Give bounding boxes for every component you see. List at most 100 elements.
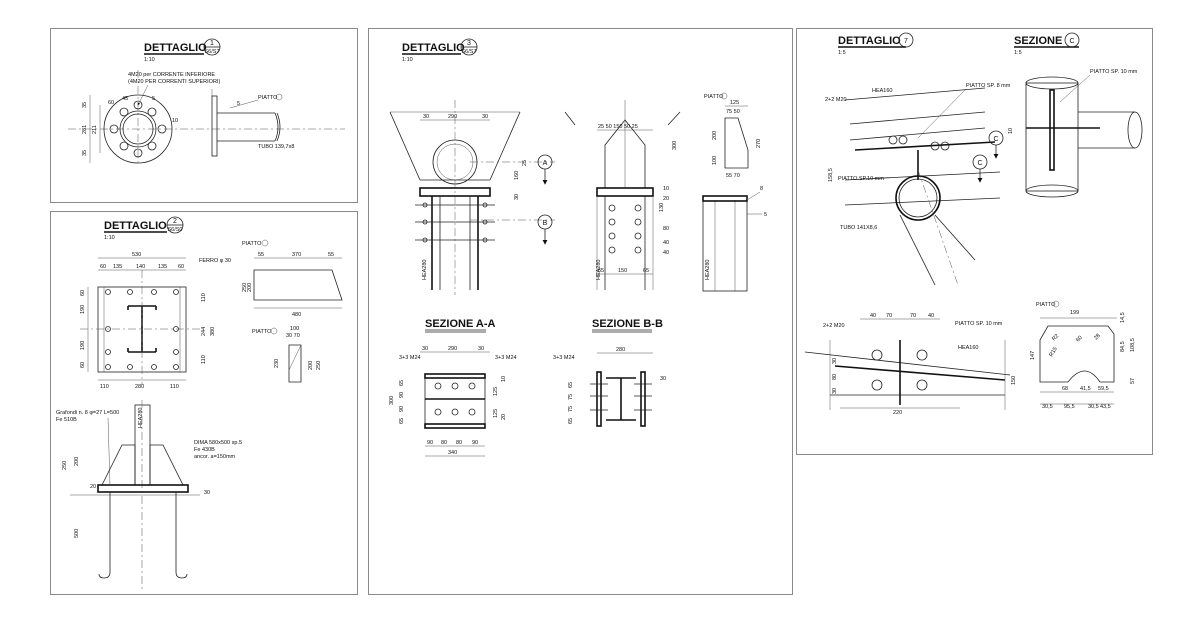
- svg-text:C: C: [993, 136, 998, 143]
- d2-dim-20: 20: [90, 484, 96, 490]
- d2-dim-190a: 190: [80, 305, 86, 314]
- panel-detail-2: [50, 211, 358, 595]
- d2-label-dima: DIMA 580x500 sp.5: [194, 440, 242, 446]
- d7-dim-147: 147: [1030, 351, 1036, 360]
- d2-dim-280: 280: [135, 384, 144, 390]
- d7-dim-145: 14,5: [1120, 312, 1126, 323]
- d2-dim-500: 500: [74, 529, 80, 538]
- d1-label-piatto: PIATTO: [258, 95, 278, 101]
- d1-dim-10: 10: [172, 118, 178, 124]
- d2-dim-3070: 30 70: [286, 333, 300, 339]
- d2-label-fe510: Fe 510B: [56, 417, 77, 423]
- d2-dim-60b: 60: [178, 264, 184, 270]
- detail-1-number: 1: [210, 40, 214, 47]
- d3-m24-c: 3+3 M24: [553, 355, 575, 361]
- d3-sectionA-bolts: [434, 382, 476, 416]
- d3-dim-25: 25: [522, 160, 528, 166]
- detail-3: DETTAGLIO 3 S6/S7 1:10 30 290 30: [389, 38, 767, 457]
- d1-dim-45: 45: [122, 96, 128, 102]
- d3-sA-290: 290: [448, 346, 457, 352]
- d7-dim-57: 57: [1130, 378, 1136, 384]
- d2-dim-370: 370: [292, 252, 301, 258]
- d3-sectionB-bolts: [590, 383, 652, 411]
- d3-dim-100: 100: [712, 156, 718, 165]
- d3-dim-40b: 40: [663, 250, 669, 256]
- d3-section-a-title: SEZIONE A-A: [425, 318, 496, 330]
- section-c-letter: C: [1069, 38, 1074, 45]
- d2-dim-110a: 110: [100, 384, 109, 390]
- d1-dim-35a: 35: [82, 102, 88, 108]
- detail-7: DETTAGLIO 7 1:5 SEZIONE C 1:5 C C 2+2: [804, 32, 1143, 416]
- d3-label-piatto: PIATTO: [704, 94, 724, 100]
- d3-sA-90d: 90: [472, 440, 478, 446]
- detail-2: DETTAGLIO 2 S6/S0 1:10 530 60 135 140 13…: [56, 216, 343, 590]
- d3-dim-30b: 30: [482, 114, 488, 120]
- d3-dim-130: 130: [659, 203, 665, 212]
- d2-label-piatto-1: PIATTO: [242, 241, 262, 247]
- detail-2-title: DETTAGLIO: [104, 220, 167, 232]
- d7-dim-305b: 30,5: [1088, 404, 1099, 410]
- d2-dim-30: 30: [204, 490, 210, 496]
- d2-dim-480: 480: [292, 312, 301, 318]
- d7-dim-1585: 158,5: [828, 168, 834, 182]
- d3-sB-75a: 75: [568, 394, 574, 400]
- d3-dim-7550: 75 50: [726, 109, 740, 115]
- section-c-title: SEZIONE: [1014, 35, 1062, 47]
- d1-weld: 5: [237, 101, 240, 107]
- detail-7-scale: 1:5: [838, 50, 846, 56]
- d1-label-bolts: 4M20 per CORRENTE INFERIORE: [128, 72, 215, 78]
- d2-dim-110b: 110: [170, 384, 179, 390]
- d7-bolts: [888, 135, 950, 151]
- d7-dim-28: 28: [1093, 333, 1102, 342]
- d3-dim-65a: 65: [598, 268, 604, 274]
- d7-dim-80: 80: [832, 374, 838, 380]
- d3-m24-b: 3+3 M24: [495, 355, 517, 361]
- d2-dim-380: 380: [210, 327, 216, 336]
- d2-dim-55b: 55: [328, 252, 334, 258]
- svg-text:A: A: [543, 160, 548, 167]
- detail-1-scale: 1:10: [144, 57, 155, 63]
- d2-dim-100: 100: [290, 326, 299, 332]
- panel-detail-7: [796, 28, 1153, 455]
- d2-dim-135a: 135: [113, 264, 122, 270]
- d1-dim-5: 5: [152, 96, 155, 102]
- d2-dim-230: 230: [274, 359, 280, 368]
- d2-dim-55a: 55: [258, 252, 264, 258]
- d3-dim-5570: 55 70: [726, 173, 740, 179]
- d2-dim-135b: 135: [158, 264, 167, 270]
- d1-label-bolts2: (4M20 PER CORRENTI SUPERIORI): [128, 79, 220, 85]
- d3-dim-80: 80: [663, 226, 669, 232]
- d7-dim-305: 30,5: [1042, 404, 1053, 410]
- d2-label-stud: Grafondi n. 8 φ=27 L=500: [56, 410, 119, 416]
- d3-dim-30a: 30: [423, 114, 429, 120]
- d3-sB-30: 30: [660, 376, 666, 382]
- svg-text:B: B: [543, 220, 548, 227]
- d2-dim-530: 530: [132, 252, 141, 258]
- d7-label-hea160b: HEA160: [958, 345, 979, 351]
- d3-m24-a: 3+3 M24: [399, 355, 421, 361]
- d2-dim-60a: 60: [100, 264, 106, 270]
- d7-dim-845: 84,5: [1120, 341, 1126, 352]
- d3-dim-290: 290: [448, 114, 457, 120]
- d3-sB-75b: 75: [568, 406, 574, 412]
- d2-dim-60d: 60: [80, 362, 86, 368]
- d1-dim-35b: 35: [82, 150, 88, 156]
- d3-sA-125b: 125: [493, 409, 499, 418]
- d3-sA-80a: 80: [441, 440, 447, 446]
- d3-sA-340: 340: [448, 450, 457, 456]
- d7-dim-60: 60: [1075, 335, 1084, 344]
- svg-text:C: C: [977, 160, 982, 167]
- d3-dim-40a: 40: [663, 240, 669, 246]
- d3-sA-30b: 30: [478, 346, 484, 352]
- d1-dim-211: 211: [92, 125, 98, 134]
- d3-dim-255: 25 50 150 50 25: [598, 124, 638, 130]
- d7-label-piatto10b: PIATTO SP. 10 mm: [1090, 69, 1138, 75]
- d2-dim-60c: 60: [80, 290, 86, 296]
- d7-dim-68: 68: [1062, 386, 1068, 392]
- d2-label-hea: HEA280: [138, 408, 144, 429]
- d3-dim-65b: 65: [643, 268, 649, 274]
- d3-sA-30a: 30: [422, 346, 428, 352]
- d7-dim-415: 41,5: [1080, 386, 1091, 392]
- d3-sB-65a: 65: [568, 382, 574, 388]
